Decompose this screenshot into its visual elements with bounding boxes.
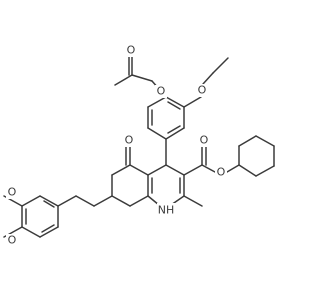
atom-label-o-carbonyl-acetyl: O (127, 44, 136, 57)
atom-label-o-methoxy-bottom: O (8, 234, 17, 247)
atom-label-o-ester-ring: O (217, 166, 226, 179)
atom-label-o-methoxy-top: O (8, 186, 17, 199)
hexahydroquinoline-core (111, 146, 185, 207)
molecule-structure-diagram: O O O O O O NH O O (3, 44, 275, 247)
dimethoxyphenyl-substituent (3, 195, 113, 238)
atom-label-o-ester-acetyl: O (157, 85, 166, 98)
atom-label-o-ethoxy: O (198, 84, 207, 97)
atom-labels: O O O O O O NH O O (6, 44, 227, 247)
atom-label-o-carbonyl-ester: O (200, 134, 209, 147)
ethoxy-group (183, 57, 229, 108)
cyclohexyl-ring (238, 135, 275, 177)
atom-label-nh: NH (158, 204, 175, 217)
skeletal-formula: O O O O O O NH O O (3, 44, 275, 247)
atom-label-o-ketone: O (125, 134, 134, 147)
cyclohexyl-ester-group (183, 146, 240, 176)
methyl-group (183, 195, 203, 207)
ethoxyphenyl-ring (147, 96, 185, 140)
